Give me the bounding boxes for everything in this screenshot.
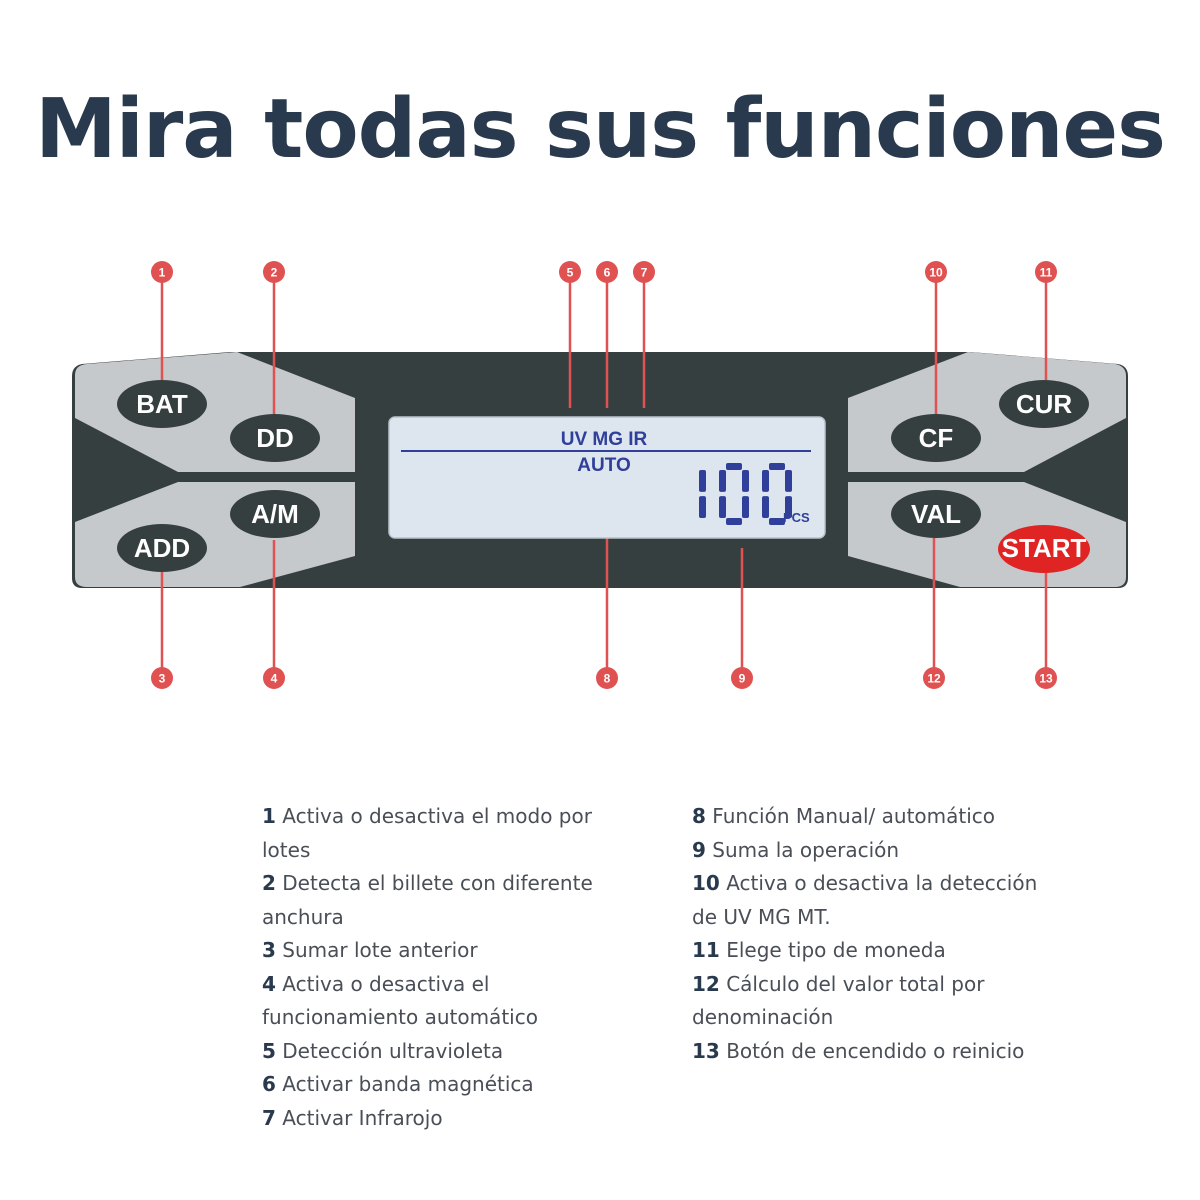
marker-label: 6 [604,266,611,280]
legend-item-number: 3 [262,938,276,962]
marker-5: 5 [559,261,581,283]
marker-label: 3 [159,672,166,686]
legend-item-10: 10 Activa o desactiva la detección de UV… [692,867,1052,934]
marker-12: 12 [923,667,945,689]
lcd-digit [762,463,792,525]
legend-item-4: 4 Activa o desactiva el funcionamiento a… [262,968,622,1035]
legend-item-number: 13 [692,1038,720,1063]
legend-item-1: 1 Activa o desactiva el modo por lotes [262,800,622,867]
dd-button[interactable]: DD [230,414,320,462]
legend-item-number: 1 [262,804,276,828]
add-button-label: ADD [134,533,190,563]
legend-item-number: 4 [262,971,276,996]
legend-item-11: 11 Elege tipo de moneda [692,934,1052,968]
legend-item-number: 5 [262,1038,276,1063]
legend-item-13: 13 Botón de encendido o reinicio [692,1035,1052,1069]
legend-item-number: 2 [262,871,276,895]
am-button-label: A/M [251,499,299,529]
marker-label: 11 [1040,266,1053,280]
cur-button-label: CUR [1016,389,1073,419]
marker-11: 11 [1035,261,1057,283]
lcd-sensor-indicators: UV MG IR [561,429,648,450]
val-button[interactable]: VAL [891,490,981,538]
marker-label: 13 [1039,672,1053,686]
marker-label: 12 [927,672,941,686]
legend-item-text: Activar Infrarojo [275,1105,443,1130]
legend-item-5: 5 Detección ultravioleta [262,1035,622,1069]
legend-item-text: Botón de encendido o reinicio [719,1038,1025,1063]
start-button[interactable]: START [998,525,1090,573]
lcd-digit [719,463,749,525]
marker-label: 10 [929,266,943,280]
lcd-digit [699,470,706,518]
marker-4: 4 [263,667,285,689]
legend-item-text: Activa o desactiva la detección de UV MG… [692,871,1038,929]
leader-lines [160,272,1048,678]
lcd-count-digits [699,463,792,525]
am-button[interactable]: A/M [230,490,320,538]
marker-9: 9 [731,667,753,689]
lcd-mode-indicator: AUTO [577,455,630,476]
marker-label: 7 [641,266,648,280]
marker-2: 2 [263,261,285,283]
control-panel-diagram: UV MG IR AUTO PCS BAT DD A/M ADD CF CUR … [72,261,1128,689]
val-button-label: VAL [911,499,961,529]
marker-label: 8 [604,672,611,686]
legend-item-number: 9 [692,837,706,862]
legend-item-number: 8 [692,804,706,828]
legend-item-text: Función Manual/ automático [705,804,996,828]
marker-3: 3 [151,667,173,689]
legend-item-2: 2 Detecta el billete con diferente anchu… [262,867,622,934]
marker-13: 13 [1035,667,1057,689]
legend-item-number: 6 [262,1072,276,1096]
bat-button-label: BAT [136,389,188,419]
legend-item-text: Activar banda magnética [275,1072,534,1096]
legend-item-text: Activa o desactiva el funcionamiento aut… [262,971,538,1030]
marker-6: 6 [596,261,618,283]
marker-label: 2 [271,266,278,280]
legend-item-number: 12 [692,971,720,996]
cf-button-label: CF [919,423,954,453]
legend-item-9: 9 Suma la operación [692,834,1052,868]
marker-label: 4 [271,672,278,686]
legend-item-6: 6 Activar banda magnética [262,1068,622,1102]
legend-item-text: Activa o desactiva el modo por lotes [262,804,592,862]
marker-7: 7 [633,261,655,283]
legend-item-text: Detecta el billete con diferente anchura [262,871,593,929]
start-button-label: START [1002,533,1087,563]
cur-button[interactable]: CUR [999,380,1089,428]
legend-item-3: 3 Sumar lote anterior [262,934,622,968]
marker-label: 1 [159,266,166,280]
legend-item-number: 10 [692,871,720,895]
legend-item-12: 12 Cálculo del valor total por denominac… [692,968,1052,1035]
legend-item-text: Detección ultravioleta [275,1038,504,1063]
legend-item-8: 8 Función Manual/ automático [692,800,1052,834]
legend-item-text: Suma la operación [705,837,900,862]
legend-item-text: Cálculo del valor total por denominación [692,971,985,1030]
cf-button[interactable]: CF [891,414,981,462]
page-title: Mira todas sus funciones [35,82,1166,177]
bat-button[interactable]: BAT [117,380,207,428]
marker-8: 8 [596,667,618,689]
legend-item-text: Sumar lote anterior [275,938,478,962]
dd-button-label: DD [256,423,294,453]
marker-1: 1 [151,261,173,283]
legend-item-number: 7 [262,1105,276,1130]
legend-item-number: 11 [692,938,720,962]
add-button[interactable]: ADD [117,524,207,572]
marker-label: 5 [567,266,574,280]
legend-item-text: Elege tipo de moneda [719,938,946,962]
marker-10: 10 [925,261,947,283]
marker-label: 9 [739,672,746,686]
lcd-display: UV MG IR AUTO PCS [388,416,826,539]
legend-item-7: 7 Activar Infrarojo [262,1102,622,1136]
